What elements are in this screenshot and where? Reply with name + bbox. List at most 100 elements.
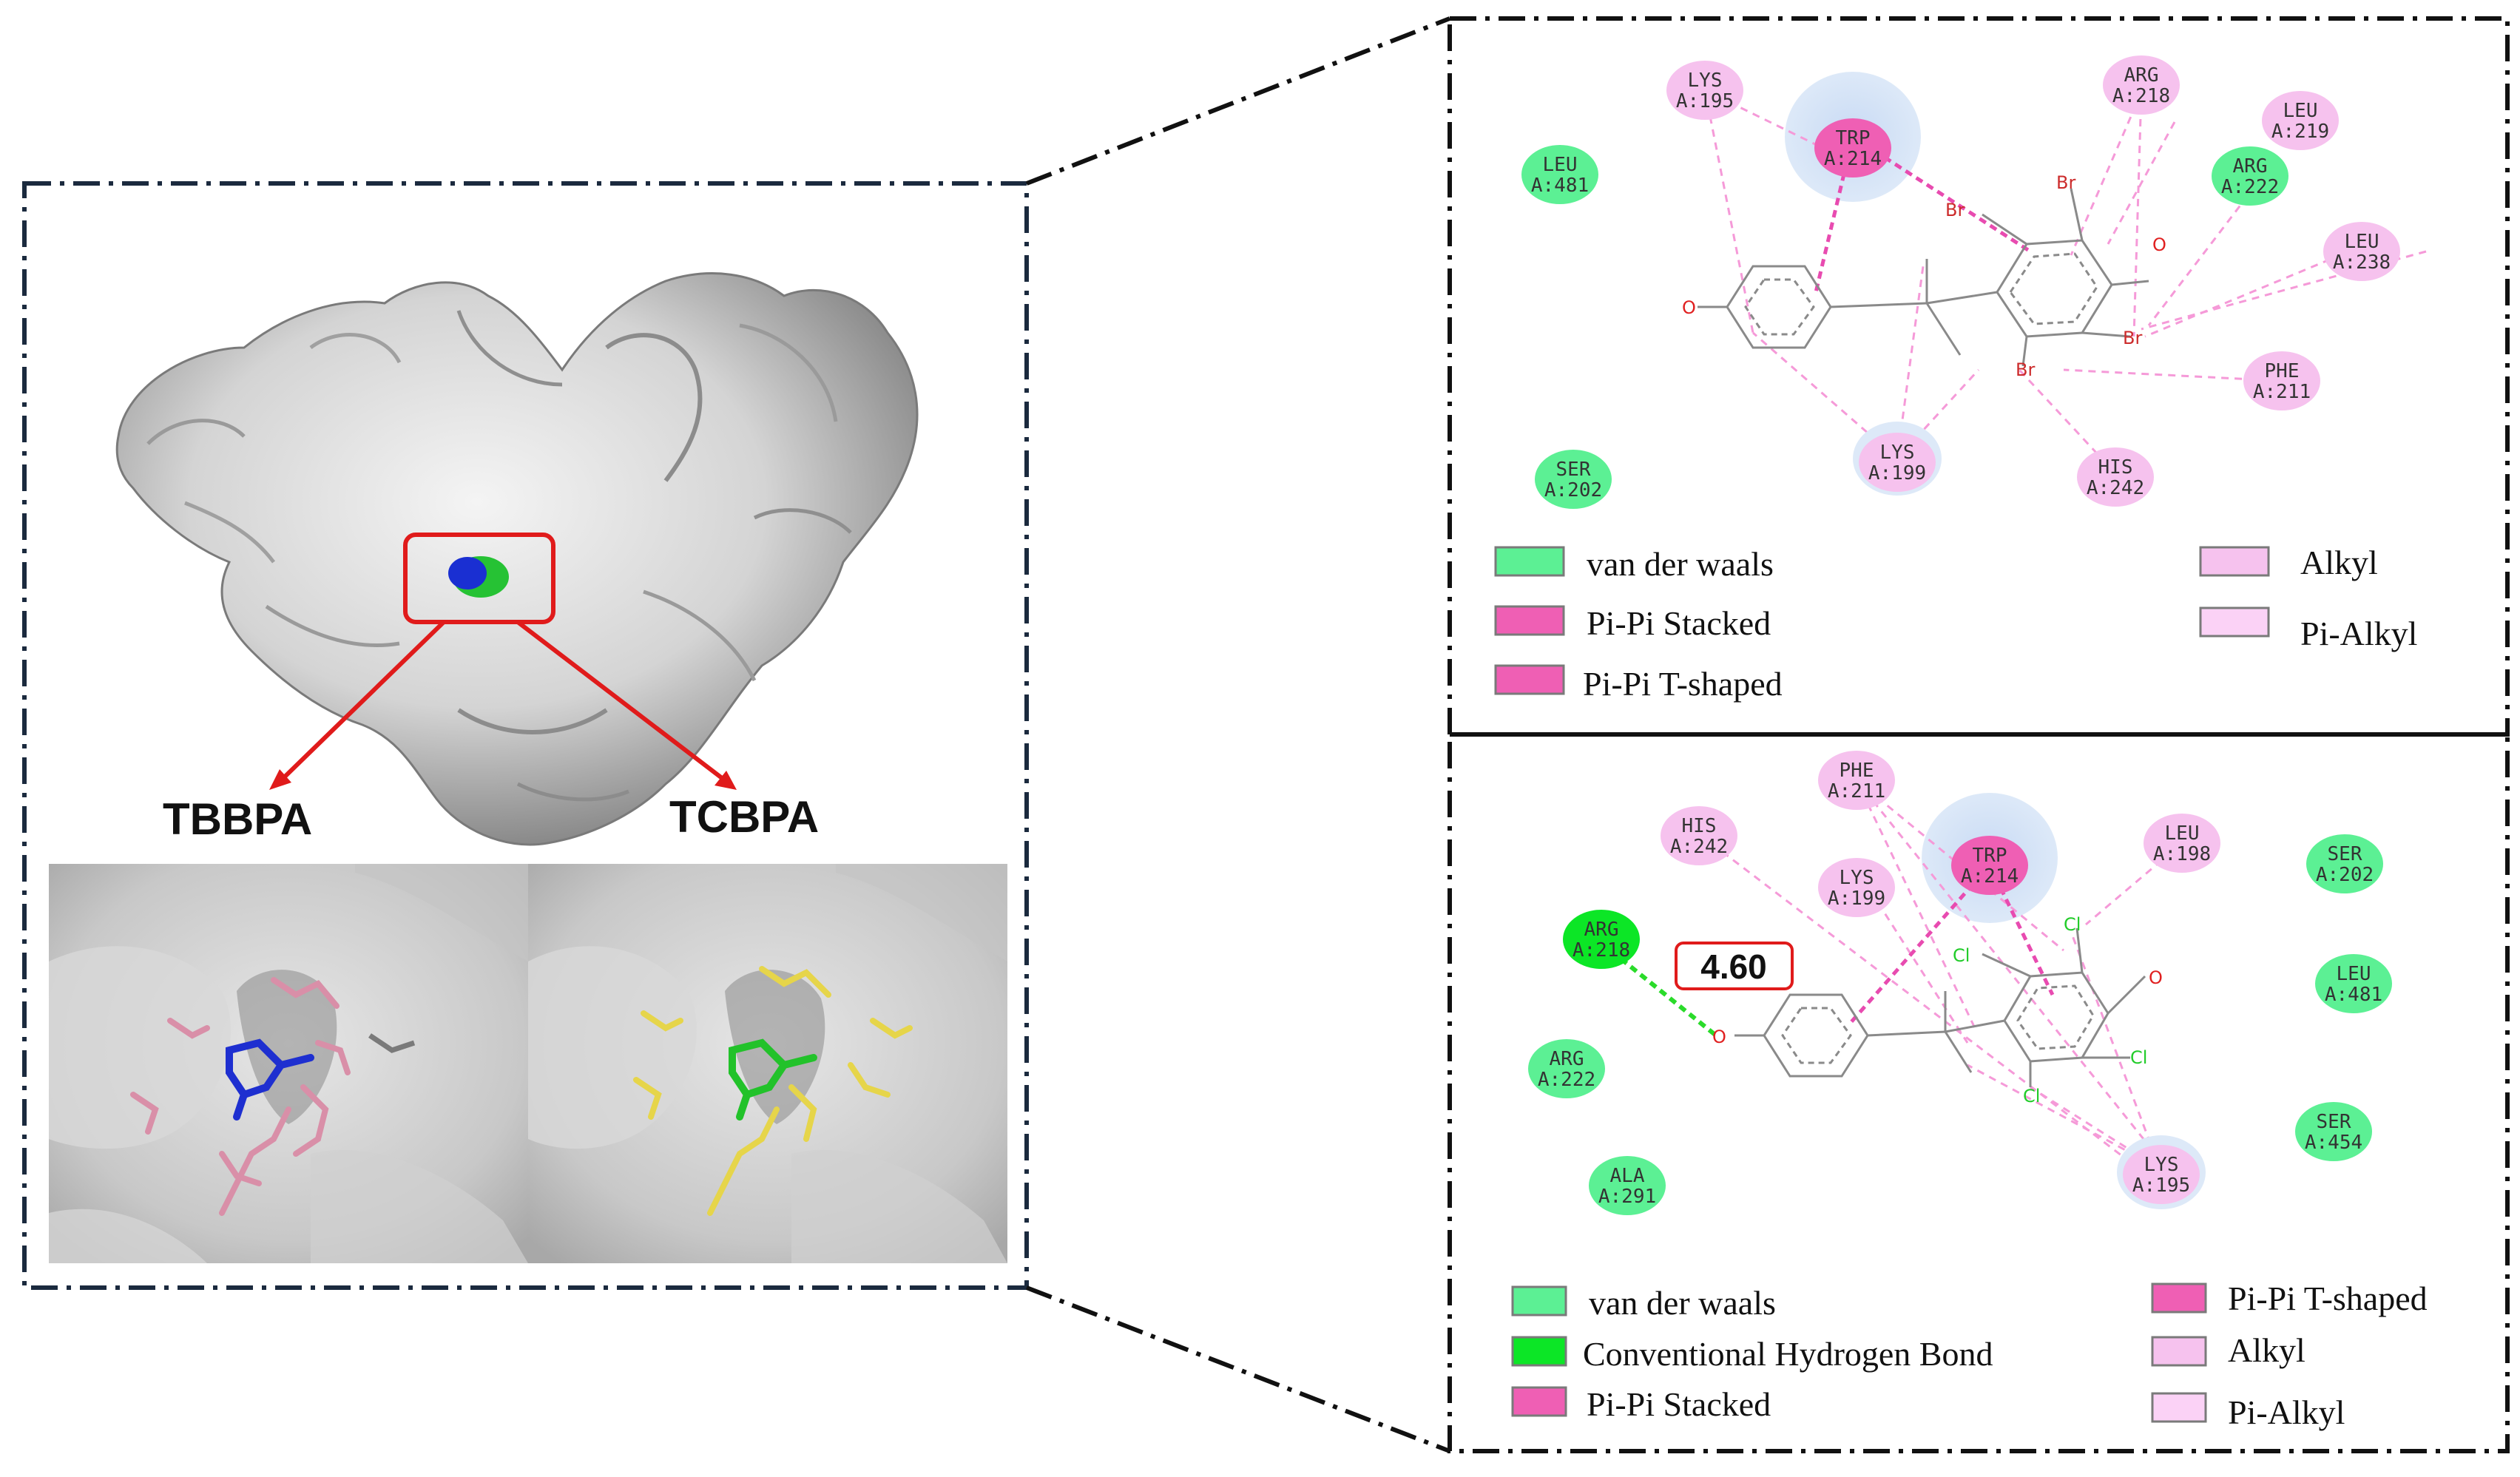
svg-text:HIS: HIS: [1682, 815, 1717, 837]
atom-br-2: Br: [2056, 172, 2075, 193]
residue-lys-199: LYS A:199: [1853, 422, 1942, 496]
svg-text:A:202: A:202: [1544, 479, 1602, 501]
svg-text:A:481: A:481: [2325, 984, 2382, 1006]
top-legend: van der waals Pi-Pi Stacked Pi-Pi T-shap…: [1494, 544, 2417, 703]
atom-cl-3: Cl: [2130, 1047, 2147, 1068]
residue-ser-202: SER A:202: [1535, 450, 1612, 509]
binding-site-highlight: [403, 533, 555, 624]
svg-text:A:195: A:195: [2132, 1174, 2190, 1197]
residue-arg-222: ARG A:222: [2212, 146, 2288, 206]
atom-o-4: O: [1712, 1027, 1726, 1047]
legend-pipi-tshaped-label-b: Pi-Pi T-shaped: [2228, 1280, 2428, 1317]
svg-text:PHE: PHE: [1840, 760, 1874, 782]
svg-text:TRP: TRP: [1836, 127, 1871, 149]
svg-text:LEU: LEU: [2165, 822, 2200, 845]
tbbpa-pocket-view: [49, 864, 528, 1263]
svg-text:LYS: LYS: [2144, 1154, 2179, 1176]
residue-trp-214-b: TRP A:214: [1951, 836, 2028, 895]
svg-text:A:218: A:218: [2112, 85, 2170, 107]
svg-text:A:219: A:219: [2271, 121, 2329, 143]
legend-pipi-stacked-label-b: Pi-Pi Stacked: [1587, 1385, 1771, 1423]
residue-leu-238: LEU A:238: [2323, 222, 2400, 281]
bottom-interaction-lines: [1700, 779, 2183, 1170]
tcbpa-pocket-view: [528, 864, 1007, 1263]
svg-text:TRP: TRP: [1973, 845, 2007, 867]
svg-text:A:202: A:202: [2316, 864, 2374, 886]
legend-vdw-label-b: van der waals: [1589, 1284, 1776, 1322]
bottom-legend: van der waals Conventional Hydrogen Bond…: [1511, 1280, 2428, 1431]
svg-text:A:211: A:211: [2253, 381, 2311, 403]
svg-text:LEU: LEU: [2345, 231, 2379, 253]
residue-ser-454-b: SER A:454: [2295, 1102, 2372, 1161]
residue-leu-219: LEU A:219: [2262, 91, 2339, 150]
svg-text:SER: SER: [2328, 843, 2362, 865]
svg-text:A:198: A:198: [2153, 843, 2211, 865]
legend-alkyl-label-b: Alkyl: [2228, 1331, 2306, 1369]
svg-text:LEU: LEU: [1543, 154, 1578, 176]
label-tcbpa: TCBPA: [669, 792, 819, 842]
residue-arg-218-b: ARG A:218: [1563, 910, 1640, 969]
residue-leu-481: LEU A:481: [1521, 145, 1598, 204]
residue-lys-199-b: LYS A:199: [1818, 858, 1895, 917]
svg-text:A:291: A:291: [1598, 1186, 1656, 1208]
atom-br-4: Br: [2016, 359, 2035, 380]
residue-ala-291-b: ALA A:291: [1589, 1156, 1666, 1215]
svg-text:A:214: A:214: [1961, 865, 2019, 888]
left-panel-frame: [22, 181, 1029, 1290]
svg-text:A:222: A:222: [1538, 1069, 1595, 1091]
atom-cl-2: Cl: [2064, 914, 2081, 935]
residue-leu-481-b: LEU A:481: [2315, 954, 2392, 1013]
residue-arg-222-b: ARG A:222: [1528, 1039, 1605, 1098]
protein-surface: [115, 272, 919, 846]
svg-text:A:454: A:454: [2305, 1132, 2362, 1154]
tbbpa-molecule: [1698, 188, 2149, 367]
svg-text:A:218: A:218: [1573, 939, 1630, 961]
svg-text:A:195: A:195: [1676, 90, 1734, 112]
atom-br-3: Br: [2123, 328, 2142, 348]
residue-ser-202-b: SER A:202: [2306, 834, 2383, 893]
residue-lys-195: LYS A:195: [1666, 61, 1743, 120]
legend-hbond-label-b: Conventional Hydrogen Bond: [1583, 1335, 1993, 1373]
svg-text:ALA: ALA: [1610, 1165, 1645, 1187]
bottom-panel-frame: [1448, 732, 2510, 1453]
svg-text:A:481: A:481: [1531, 175, 1589, 197]
svg-text:ARG: ARG: [1584, 919, 1619, 941]
atom-cl-1: Cl: [1953, 945, 1970, 966]
legend-vdw-label: van der waals: [1587, 545, 1774, 583]
legend-pipi-tshaped-label: Pi-Pi T-shaped: [1583, 665, 1783, 703]
svg-text:ARG: ARG: [1550, 1048, 1584, 1070]
top-residues: LYS A:195 TRP A:214 ARG A:218 LEU A:219 …: [1521, 55, 2400, 509]
legend-pi-alkyl-label: Pi-Alkyl: [2300, 615, 2417, 652]
atom-o-1: O: [2152, 234, 2166, 255]
residue-his-242-b: HIS A:242: [1661, 806, 1737, 865]
hbond-distance-value: 4.60: [1700, 947, 1767, 986]
svg-text:A:211: A:211: [1828, 780, 1885, 802]
svg-text:LYS: LYS: [1688, 70, 1723, 92]
residue-leu-198-b: LEU A:198: [2144, 814, 2220, 873]
residue-phe-211: PHE A:211: [2243, 351, 2320, 410]
atom-br-1: Br: [1945, 200, 1965, 220]
svg-text:A:222: A:222: [2221, 176, 2279, 198]
svg-text:LEU: LEU: [2337, 963, 2371, 985]
svg-text:A:199: A:199: [1828, 888, 1885, 910]
top-panel-frame: [1448, 16, 2510, 737]
top-atom-labels: Br Br Br Br O O: [1682, 172, 2166, 380]
svg-text:SER: SER: [1556, 459, 1591, 481]
bottom-atom-labels: Cl Cl Cl Cl O O: [1712, 914, 2163, 1106]
legend-alkyl-label: Alkyl: [2300, 544, 2378, 581]
hbond-distance-badge: 4.60: [1675, 942, 1794, 990]
svg-text:ARG: ARG: [2233, 155, 2268, 178]
svg-text:HIS: HIS: [2098, 456, 2133, 479]
svg-text:SER: SER: [2317, 1111, 2351, 1133]
left-panel: TBBPA TCBPA: [22, 181, 1029, 1290]
residue-trp-214: TRP A:214: [1814, 118, 1891, 178]
atom-o-3: O: [2149, 967, 2163, 988]
svg-text:PHE: PHE: [2265, 360, 2300, 382]
residue-his-242: HIS A:242: [2077, 447, 2154, 507]
bottom-residues: PHE A:211 HIS A:242 TRP A:214 LEU A:198 …: [1528, 751, 2392, 1215]
svg-text:LYS: LYS: [1840, 867, 1874, 889]
svg-text:ARG: ARG: [2124, 64, 2159, 87]
svg-text:A:242: A:242: [1670, 836, 1728, 858]
ligand-blob-blue: [448, 557, 487, 589]
connector-lines: [1025, 16, 1451, 1453]
